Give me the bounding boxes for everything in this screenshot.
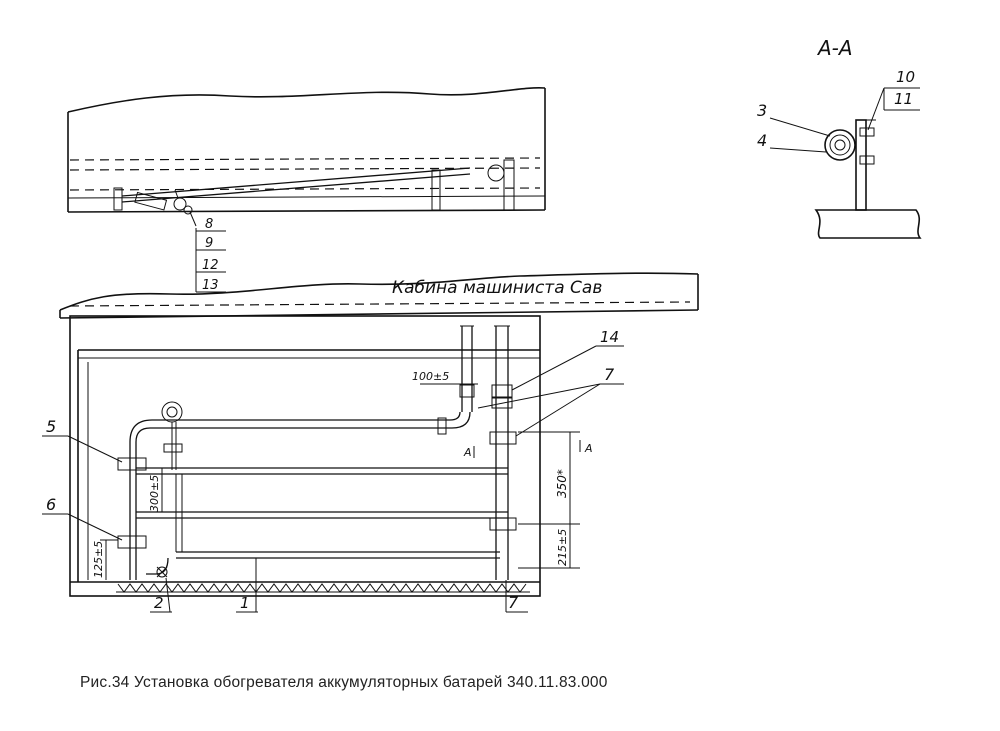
callout-6: 6 xyxy=(46,495,56,514)
callout-stack-8-9-12-13: 8 9 12 13 xyxy=(195,217,226,293)
callout-11: 11 xyxy=(894,90,913,108)
callout-9: 9 xyxy=(205,236,213,251)
dim-125: 125±5 xyxy=(92,541,105,578)
section-a-a: А-А 3 4 10 11 xyxy=(757,36,922,239)
callout-7-top: 7 xyxy=(604,365,615,384)
dimensions: 100±5 350* 215±5 300±5 125±5 xyxy=(92,370,580,580)
callout-8: 8 xyxy=(205,217,213,232)
callout-1: 1 xyxy=(240,594,250,612)
dim-100: 100±5 xyxy=(412,370,449,383)
callout-5: 5 xyxy=(46,417,56,436)
section-mark-left: А xyxy=(463,446,472,459)
section-mark-right: А xyxy=(584,442,593,455)
front-callouts: 5 6 14 7 1 2 7 xyxy=(42,328,624,613)
callout-10: 10 xyxy=(896,68,915,86)
callout-12: 12 xyxy=(202,258,219,273)
front-view: Кабина машиниста Сав xyxy=(59,272,699,597)
top-view xyxy=(67,86,546,227)
callout-3: 3 xyxy=(757,101,767,120)
dim-300: 300±5 xyxy=(148,475,161,512)
callout-14: 14 xyxy=(600,328,619,346)
callout-4: 4 xyxy=(757,131,767,150)
section-title: А-А xyxy=(816,36,853,60)
callout-7-bottom: 7 xyxy=(508,593,519,612)
dim-215: 215±5 xyxy=(556,529,569,566)
cabin-label: Кабина машиниста Сав xyxy=(392,278,602,298)
callout-2: 2 xyxy=(154,594,164,612)
dim-350: 350* xyxy=(555,469,569,498)
callout-13: 13 xyxy=(202,278,219,293)
figure-caption: Рис.34 Установка обогревателя аккумулято… xyxy=(80,674,608,691)
